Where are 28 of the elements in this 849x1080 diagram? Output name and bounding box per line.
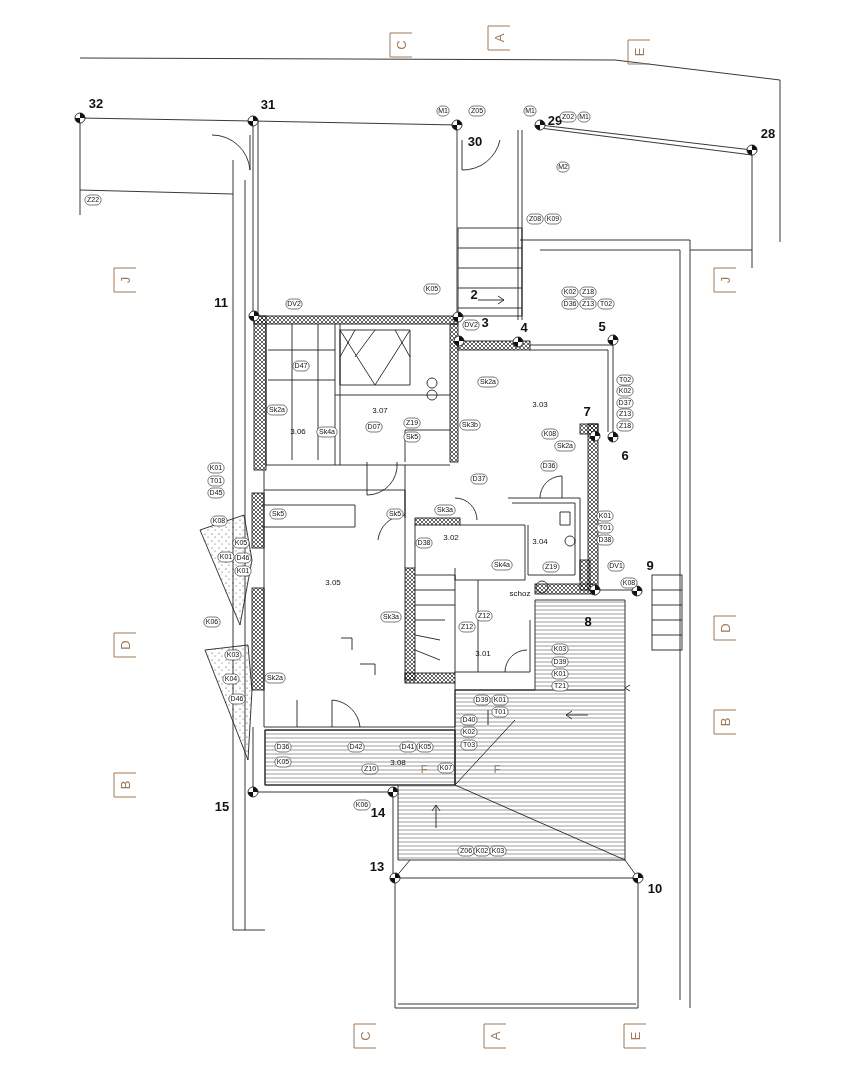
point-number: 8 bbox=[584, 614, 592, 629]
point-number: 4 bbox=[520, 320, 528, 335]
room-number: 3.02 bbox=[443, 533, 459, 542]
point-number: 15 bbox=[214, 799, 230, 814]
point-number: 3 bbox=[481, 315, 489, 330]
point-number: 6 bbox=[621, 448, 629, 463]
point-number: 10 bbox=[647, 881, 663, 896]
room-number: 3.05 bbox=[325, 578, 341, 587]
room-number: 3.07 bbox=[372, 406, 388, 415]
room-number: 3.03 bbox=[532, 400, 548, 409]
point-number: 13 bbox=[369, 859, 385, 874]
point-number: 2 bbox=[470, 287, 478, 302]
room-number: 3.01 bbox=[475, 649, 491, 658]
point-number: 5 bbox=[598, 319, 606, 334]
point-number: 11 bbox=[214, 295, 228, 310]
grid-mark: F bbox=[420, 763, 428, 775]
point-number: 30 bbox=[467, 134, 483, 149]
point-number: 7 bbox=[583, 404, 591, 419]
point-number: 32 bbox=[88, 96, 104, 111]
room-note: schoz bbox=[509, 589, 531, 598]
room-number: 3.06 bbox=[290, 427, 306, 436]
point-number: 28 bbox=[760, 126, 776, 141]
grid-mark: F bbox=[493, 763, 501, 775]
room-number: 3.04 bbox=[532, 537, 548, 546]
point-number: 14 bbox=[370, 805, 386, 820]
room-number: 3.08 bbox=[390, 758, 406, 767]
point-number: 9 bbox=[646, 558, 654, 573]
point-number: 31 bbox=[260, 97, 276, 112]
